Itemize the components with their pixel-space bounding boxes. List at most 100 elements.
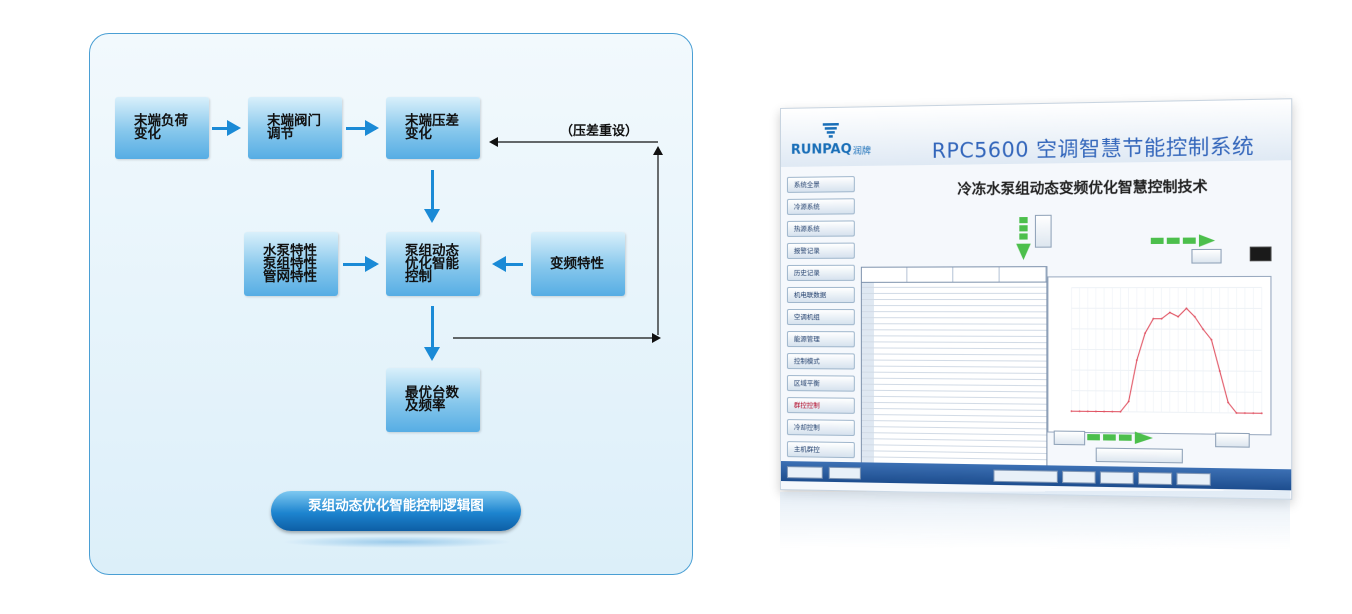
down-flow-icon	[1016, 217, 1031, 261]
status-field	[993, 469, 1058, 483]
menu-item-12[interactable]: 主机群控	[786, 441, 855, 459]
chart-point	[1111, 410, 1114, 413]
arrow-pressure-to-control	[424, 170, 440, 223]
node-vfd-characteristic-label: 变频特性	[550, 255, 604, 272]
status-field	[828, 466, 861, 480]
table-header-cell	[907, 267, 954, 282]
feedback-arrowhead-up	[653, 146, 663, 155]
chart-point	[1193, 315, 1196, 318]
menu-item-2[interactable]: 热源系统	[786, 220, 855, 237]
arrow-characteristics-to-control	[343, 256, 379, 272]
table-header-cell	[861, 267, 908, 282]
menu-item-7[interactable]: 能源管理	[786, 331, 855, 348]
chart-point	[1152, 317, 1155, 320]
status-field	[1062, 470, 1096, 484]
menu-item-3[interactable]: 报警记录	[786, 242, 855, 259]
chart-point	[1078, 410, 1081, 413]
chart-point	[1235, 412, 1238, 414]
menu-item-1[interactable]: 冷源系统	[786, 198, 855, 215]
chart-series-line	[1072, 308, 1262, 413]
node-pump-control-label: 泵组动态 优化智能 控制	[405, 242, 459, 285]
chart-point	[1103, 410, 1106, 413]
prev-step-button[interactable]	[1053, 430, 1086, 446]
import-data-button[interactable]	[1095, 447, 1183, 464]
chart-point	[1094, 410, 1097, 413]
node-characteristics: 水泵特性 泵组特性 管网特性	[244, 232, 338, 296]
chart-gridline	[1072, 349, 1262, 350]
feedback-arrowhead-right	[652, 333, 661, 343]
node-pressure-diff: 末端压差 变化	[386, 97, 480, 159]
feedback-arrowhead-left	[489, 137, 498, 147]
chart-point	[1210, 338, 1213, 341]
status-field	[786, 466, 823, 479]
status-field	[1176, 472, 1211, 486]
status-field	[1099, 471, 1134, 485]
chart-point	[1202, 328, 1205, 331]
chart-point	[1086, 410, 1089, 413]
chart-point	[1177, 315, 1180, 318]
status-indicator	[1249, 246, 1272, 262]
arrow-load-to-valve	[212, 120, 241, 136]
system-screenshot: RUNPAQ 润牌 RPC5600 空调智慧节能控制系统 冷冻水泵组动态变频优化…	[780, 98, 1293, 550]
menu-item-0[interactable]: 系统全景	[786, 176, 855, 193]
node-characteristics-label: 水泵特性 泵组特性 管网特性	[263, 242, 317, 285]
menu-item-4[interactable]: 历史记录	[786, 264, 855, 281]
system-title: RPC5600 空调智慧节能控制系统	[931, 133, 1255, 163]
screenshot-sidebar: 系统全景 冷源系统 热源系统 报警记录 历史记录 机电联数据 空调机组 能源管理…	[786, 176, 855, 486]
chart-point	[1218, 370, 1221, 372]
side-next-button[interactable]	[1034, 214, 1052, 248]
chart-point	[1160, 317, 1163, 320]
node-valve-adjust-label: 末端阀门 调节	[267, 113, 321, 142]
status-field	[1138, 472, 1173, 486]
chart-point	[1252, 412, 1255, 415]
node-vfd-characteristic: 变频特性	[531, 232, 625, 296]
screenshot-frame: RUNPAQ 润牌 RPC5600 空调智慧节能控制系统 冷冻水泵组动态变频优化…	[780, 98, 1293, 500]
runpaq-logo-text: RUNPAQ	[790, 141, 852, 158]
screenshot-reflection	[780, 490, 1291, 550]
pressure-reset-label: （压差重设）	[560, 124, 639, 139]
menu-item-11[interactable]: 冷却控制	[786, 419, 855, 437]
arrow-control-to-optimal	[424, 306, 440, 361]
menu-item-9[interactable]: 区域平衡	[786, 375, 855, 392]
chart-point	[1260, 412, 1263, 415]
chart-point	[1243, 412, 1246, 415]
arrow-valve-to-pressure	[346, 120, 379, 136]
chart-point	[1227, 401, 1230, 404]
node-optimal-output: 最优台数 及频率	[386, 368, 480, 432]
chart-point	[1070, 410, 1073, 413]
title-button-glow	[282, 536, 512, 548]
table-header-cell	[999, 267, 1047, 282]
node-pressure-diff-label: 末端压差 变化	[405, 113, 459, 142]
screenshot-statusbar	[780, 461, 1292, 491]
chart-gridline	[1072, 370, 1262, 371]
menu-item-5[interactable]: 机电联数据	[786, 286, 855, 304]
next-step-button[interactable]	[1191, 248, 1222, 264]
chart-point	[1168, 311, 1171, 314]
table-header	[861, 267, 1047, 283]
arrow-vfd-to-control	[492, 256, 523, 272]
chart-point	[1135, 359, 1138, 362]
logic-diagram-title-button[interactable]: 泵组动态优化智能控制逻辑图	[271, 491, 521, 531]
module-title: 冷冻水泵组动态变频优化智慧控制技术	[957, 179, 1208, 199]
node-load-change: 末端负荷 变化	[115, 97, 209, 159]
bottom-flow-icon	[1087, 431, 1153, 445]
chart-point	[1144, 332, 1147, 335]
menu-item-6[interactable]: 空调机组	[786, 309, 855, 326]
table-header-cell	[953, 267, 1000, 282]
load-chart-svg	[1048, 277, 1270, 434]
confirm-button[interactable]	[1215, 432, 1250, 448]
chart-point	[1185, 307, 1188, 310]
node-optimal-output-label: 最优台数 及频率	[405, 385, 459, 414]
node-load-change-label: 末端负荷 变化	[134, 113, 188, 142]
node-pump-control: 泵组动态 优化智能 控制	[386, 232, 480, 296]
node-valve-adjust: 末端阀门 调节	[248, 97, 342, 159]
load-chart	[1047, 275, 1272, 436]
chart-gridline	[1072, 329, 1262, 330]
runpaq-logo-icon	[822, 122, 839, 138]
runpaq-logo-cn: 润牌	[852, 146, 871, 157]
chart-gridline	[1072, 391, 1262, 393]
table-rows	[861, 281, 1047, 473]
menu-item-8[interactable]: 控制模式	[786, 353, 855, 370]
menu-item-10[interactable]: 群控控制	[786, 397, 855, 414]
